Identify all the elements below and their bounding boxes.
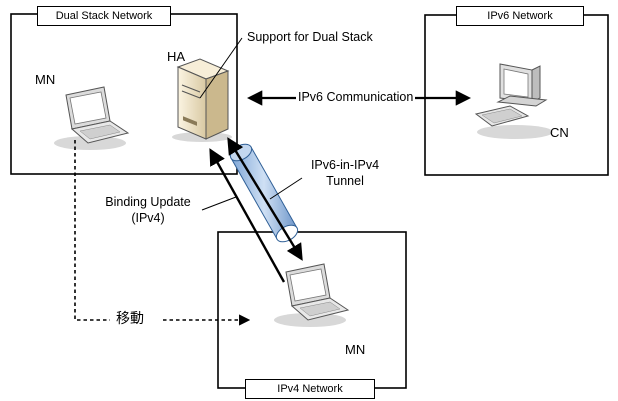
tunnel-label-line2: Tunnel [326, 173, 364, 188]
binding-update-arrow [209, 148, 286, 283]
ipv6-network-title: IPv6 Network [456, 6, 584, 26]
tunnel-arrow [227, 137, 303, 261]
movement-path [74, 140, 110, 321]
binding-update-label-line1: Binding Update [105, 195, 191, 209]
desktop-computer-icon [474, 63, 553, 139]
binding-update-label: Binding Update (IPv4) [96, 196, 200, 224]
cn-label: CN [550, 125, 569, 140]
laptop-icon [54, 86, 130, 150]
mn-foreign-label: MN [345, 342, 366, 357]
tunnel-leader-line [269, 177, 303, 200]
binding-update-label-line2: (IPv4) [131, 210, 165, 225]
ha-label: HA [167, 49, 186, 64]
support-dual-stack-label: Support for Dual Stack [247, 30, 373, 44]
binding-leader-line [201, 196, 237, 211]
tunnel-label: IPv6-in-IPv4 Tunnel [302, 159, 388, 187]
dual-stack-network-title: Dual Stack Network [37, 6, 171, 26]
laptop-icon [274, 263, 350, 327]
support-leader-line [199, 37, 243, 99]
mn-home-label: MN [35, 72, 56, 87]
server-icon [172, 58, 232, 142]
ipv6-communication-label: IPv6 Communication [296, 90, 416, 104]
ipv4-network-title: IPv4 Network [245, 379, 375, 399]
move-label: 移動 [116, 311, 144, 327]
tunnel-label-line1: IPv6-in-IPv4 [310, 158, 380, 172]
